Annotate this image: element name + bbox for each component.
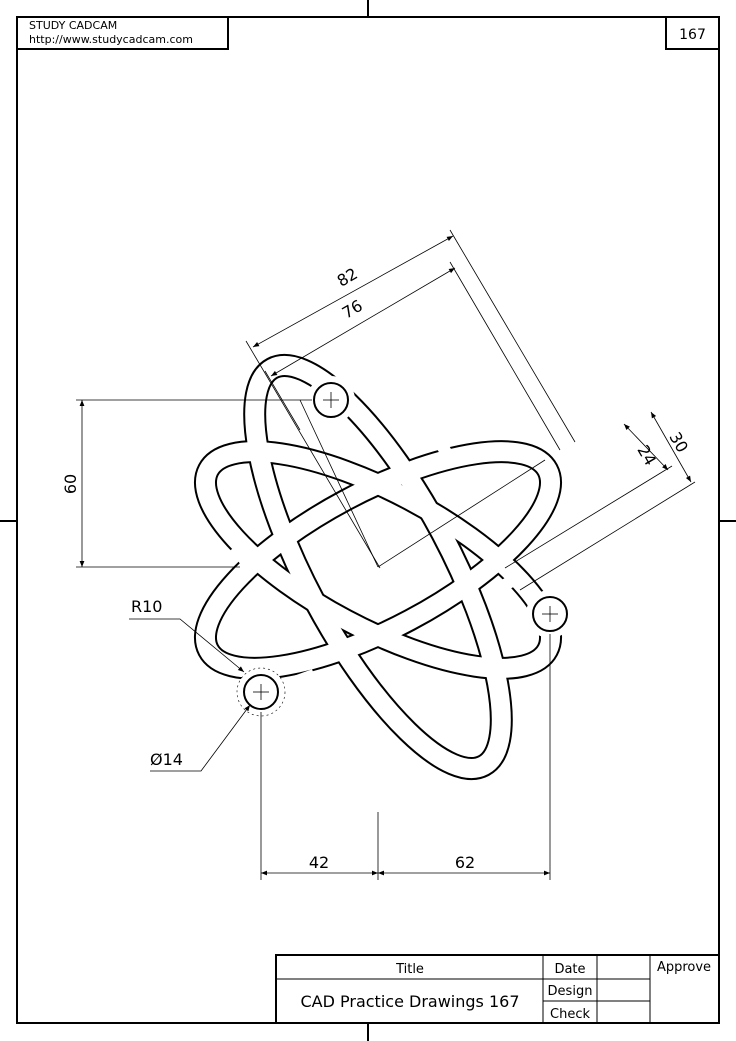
dim-60: 60 (61, 474, 80, 494)
date-label: Date (554, 962, 585, 977)
title-label: Title (395, 962, 424, 977)
atom-symbol (193, 353, 568, 781)
electron-top (313, 382, 349, 418)
dim-30: 30 (665, 429, 692, 456)
dim-r10: R10 (131, 597, 162, 616)
orbit-rings (193, 353, 563, 781)
dimension-labels: 82 76 60 30 24 R10 Ø14 42 62 (61, 264, 692, 872)
sheet-number-box: 167 (665, 16, 720, 50)
sheet-number: 167 (679, 27, 706, 43)
title-block: Title Date Approve Design Check CAD Prac… (275, 954, 720, 1024)
header-box: STUDY CADCAM http://www.studycadcam.com (16, 16, 229, 50)
dim-24: 24 (633, 442, 660, 469)
dim-42: 42 (309, 853, 329, 872)
company-url: http://www.studycadcam.com (29, 33, 193, 46)
check-label: Check (550, 1007, 590, 1022)
dimension-lines (76, 229, 696, 880)
dim-62: 62 (455, 853, 475, 872)
dim-82: 82 (334, 264, 361, 291)
dim-dia14: Ø14 (150, 750, 183, 769)
electron-left (236, 667, 286, 717)
approve-label: Approve (657, 960, 711, 975)
design-label: Design (548, 984, 593, 999)
dim-76: 76 (339, 296, 366, 323)
company-name: STUDY CADCAM (29, 19, 117, 32)
drawing-title: CAD Practice Drawings 167 (300, 992, 519, 1011)
electron-right (532, 596, 568, 632)
